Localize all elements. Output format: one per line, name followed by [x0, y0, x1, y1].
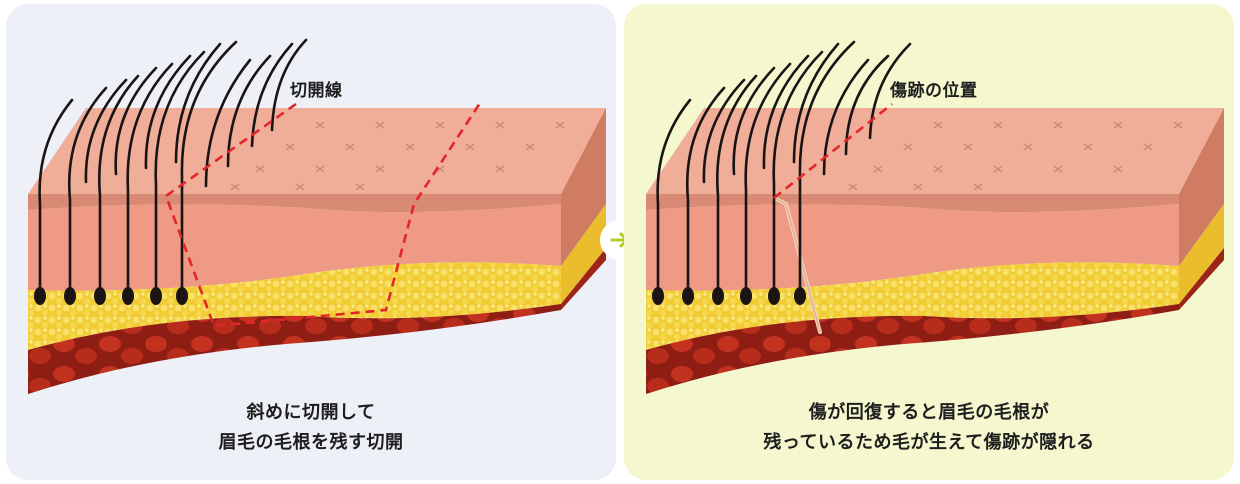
- right-panel: 傷跡の位置 傷が回復すると眉毛の毛根が 残っているため毛が生えて傷跡が隠れる: [624, 4, 1234, 480]
- skin-cross-section-incision: [28, 38, 606, 394]
- eyebrow-hairs: [38, 38, 308, 296]
- left-caption-line-1: 斜めに切開して: [246, 402, 376, 423]
- incision-line: [164, 99, 484, 328]
- left-panel: 切開線 斜めに切開して 眉毛の毛根を残す切開: [6, 4, 616, 480]
- left-caption: 斜めに切開して 眉毛の毛根を残す切開: [6, 398, 616, 458]
- right-caption-line-1: 傷が回復すると眉毛の毛根が: [808, 402, 1050, 423]
- scar-position-label: 傷跡の位置: [890, 81, 978, 101]
- scar-position-line: [773, 102, 893, 200]
- incision-line-label: 切開線: [290, 81, 343, 101]
- skin-cross-section-scar: [646, 40, 1224, 394]
- right-caption-line-2: 残っているため毛が生えて傷跡が隠れる: [763, 432, 1095, 453]
- skin-surface: [646, 108, 1224, 194]
- skin-surface: [28, 108, 606, 194]
- eyebrow-hairs: [656, 40, 912, 296]
- right-caption: 傷が回復すると眉毛の毛根が 残っているため毛が生えて傷跡が隠れる: [624, 398, 1234, 458]
- left-caption-line-2: 眉毛の毛根を残す切開: [218, 432, 404, 453]
